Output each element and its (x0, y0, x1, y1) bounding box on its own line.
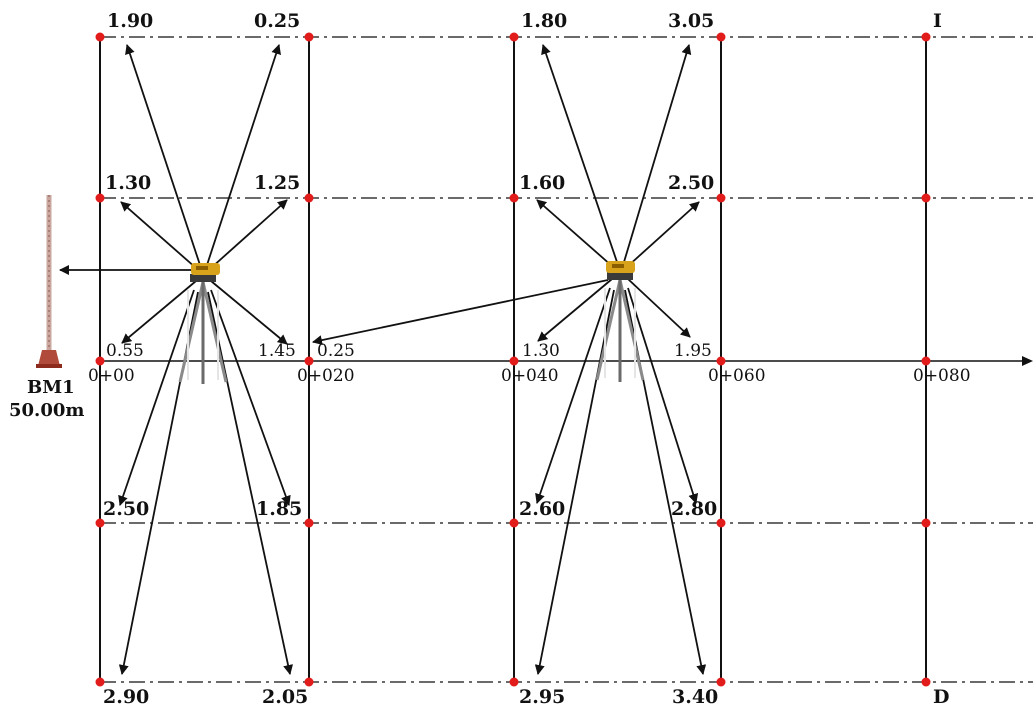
station-point (95, 32, 105, 42)
sight-arrow (206, 44, 281, 266)
sight-arrow-turning-point (312, 279, 609, 346)
reading-setup1-upper-right: 1.25 (254, 172, 300, 194)
reading-setup2-upper-left: 1.60 (519, 172, 565, 194)
station-point (95, 193, 105, 203)
station-point (509, 518, 519, 528)
station-point (716, 518, 726, 528)
sight-arrow (125, 44, 201, 266)
sight-arrow (627, 278, 691, 338)
sight-arrow (627, 201, 700, 267)
station-point (509, 356, 519, 366)
station-point (509, 677, 519, 687)
station-point (716, 193, 726, 203)
reading-setup2-lower-right: 2.80 (671, 498, 717, 520)
chainage-label-20: 0+020 (297, 366, 355, 386)
reading-setup2-mid-left: 1.30 (522, 341, 560, 361)
sight-arrow (120, 201, 197, 269)
sight-arrow (536, 199, 613, 267)
centre-line-arrow-icon (1022, 356, 1033, 366)
reading-setup1-mid-right: 1.45 (258, 341, 296, 361)
chainage-label-80: 0+080 (913, 366, 971, 386)
station-point (716, 32, 726, 42)
chainage-label-0: 0+00 (88, 366, 135, 386)
grid-row-lines (100, 36, 1033, 683)
reading-setup2-top-left: 1.80 (521, 10, 567, 32)
reading-setup1-top-right: 0.25 (254, 10, 300, 32)
sight-arrow (623, 44, 692, 263)
sight-arrow (210, 289, 291, 506)
station-point (921, 32, 931, 42)
level-instrument-icon (178, 263, 228, 384)
sight-arrow (537, 278, 613, 342)
reading-setup2-bottom-right: 3.40 (672, 686, 718, 706)
reading-setup2-mid-right: 1.95 (674, 341, 712, 361)
sight-arrow (118, 289, 195, 506)
benchmark-elevation: 50.00m (9, 400, 84, 421)
setup2-sight-lines (312, 44, 707, 675)
station-point (304, 677, 314, 687)
reading-setup2-lower-left: 2.60 (519, 498, 565, 520)
sight-arrow (210, 280, 288, 345)
reading-setup1-bottom-right: 2.05 (262, 686, 308, 706)
level-instrument-icon (595, 261, 645, 382)
reading-setup1-lower-left: 2.50 (103, 498, 149, 520)
station-point (95, 677, 105, 687)
row-label-top: I (933, 10, 942, 32)
reading-setup1-upper-left: 1.30 (105, 172, 151, 194)
station-point (716, 677, 726, 687)
setup1-sight-lines (59, 44, 293, 675)
chainage-label-40: 0+040 (501, 366, 559, 386)
station-point (921, 356, 931, 366)
benchmark-name: BM1 (27, 377, 75, 398)
sight-arrow (535, 287, 611, 504)
sight-arrow (541, 44, 618, 263)
station-point (921, 518, 931, 528)
reading-setup1-mid-left: 0.55 (106, 341, 144, 361)
chainage-label-60: 0+060 (708, 366, 766, 386)
reading-setup2-bottom-left: 2.95 (519, 686, 565, 706)
station-point (921, 677, 931, 687)
station-point (304, 356, 314, 366)
station-point (509, 193, 519, 203)
levelling-staff-icon (36, 195, 62, 368)
station-point (95, 356, 105, 366)
station-point (304, 32, 314, 42)
sight-arrow (534, 289, 615, 675)
reading-setup1-bottom-left: 2.90 (103, 686, 149, 706)
station-point (95, 518, 105, 528)
reading-setup1-top-left: 1.90 (107, 10, 153, 32)
sight-arrow (627, 287, 699, 504)
station-point (509, 32, 519, 42)
station-point (304, 193, 314, 203)
station-point (304, 518, 314, 528)
row-label-bottom: D (933, 686, 949, 706)
sight-arrow (210, 199, 288, 269)
reading-setup1-lower-right: 1.85 (256, 498, 302, 520)
station-points (95, 32, 931, 687)
reading-setup2-upper-right: 2.50 (668, 172, 714, 194)
reading-setup2-top-right: 3.05 (668, 10, 714, 32)
sight-arrow (207, 291, 293, 675)
station-point (716, 356, 726, 366)
reading-setup1-turning-point: 0.25 (317, 341, 355, 361)
station-point (921, 193, 931, 203)
sight-arrow (121, 280, 197, 344)
